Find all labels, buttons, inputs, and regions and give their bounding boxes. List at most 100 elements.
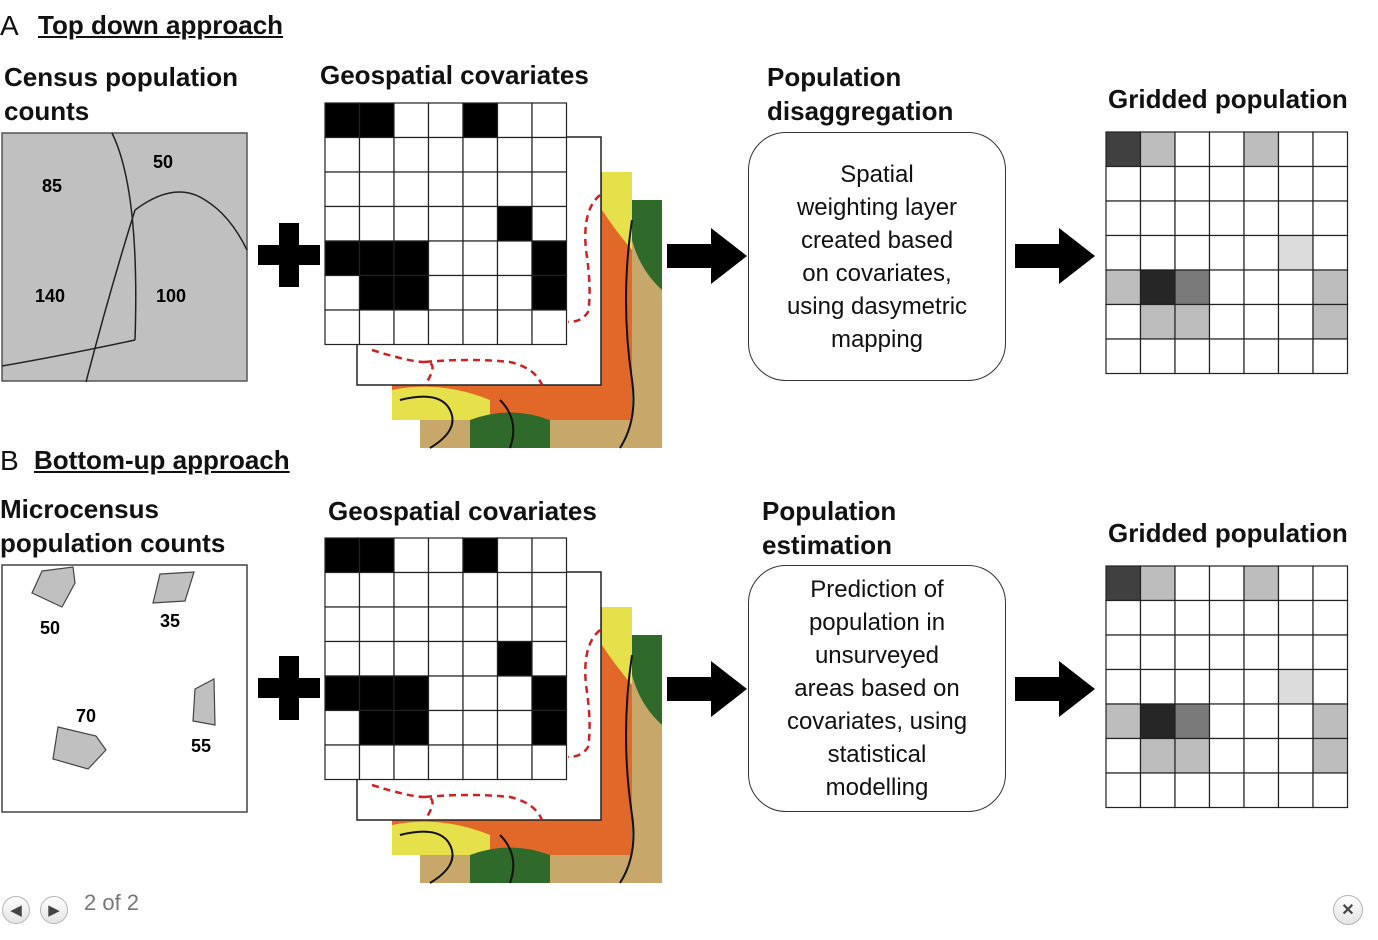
population-grid-cell	[1174, 338, 1211, 375]
covariate-grid-cell	[324, 171, 361, 208]
survey-cluster-shape	[31, 566, 76, 608]
population-grid-cell	[1312, 165, 1349, 202]
covariate-grid-cell	[324, 744, 361, 781]
population-grid-cell	[1277, 165, 1314, 202]
next-button[interactable]: ▶	[40, 896, 68, 924]
right-arrow-icon	[667, 661, 747, 722]
population-grid-cell	[1139, 269, 1176, 306]
population-grid-cell	[1277, 599, 1314, 636]
population-grid-cell	[1243, 668, 1280, 705]
previous-button[interactable]: ◀	[2, 896, 30, 924]
section-a-process-box: Spatial weighting layer created based on…	[748, 132, 1006, 381]
gridded-population-grid	[1105, 131, 1349, 375]
covariate-grid-cell	[358, 744, 395, 781]
region-count-label: 100	[156, 286, 186, 306]
covariate-grid-cell	[531, 744, 568, 781]
covariate-layer-stack	[324, 102, 662, 449]
population-grid-cell	[1208, 634, 1245, 671]
population-grid-cell	[1208, 703, 1245, 740]
map-forest-patch	[470, 847, 550, 883]
covariate-grid-cell	[324, 675, 361, 712]
map-river-line	[499, 834, 515, 884]
population-grid-cell	[1312, 131, 1349, 168]
covariate-grid-cell	[427, 537, 464, 574]
population-grid-cell	[1312, 599, 1349, 636]
boundary-dashed-line	[567, 194, 601, 324]
population-grid-cell	[1105, 269, 1142, 306]
covariate-grid-cell	[462, 274, 499, 311]
population-grid-cell	[1208, 737, 1245, 774]
population-grid-cell	[1277, 269, 1314, 306]
section-b-process-heading: Population estimation	[762, 496, 897, 560]
covariate-grid-cell	[324, 640, 361, 677]
covariate-grid-cell	[462, 640, 499, 677]
population-grid-cell	[1208, 131, 1245, 168]
map-river-line	[499, 399, 515, 449]
population-grid-cell	[1105, 200, 1142, 237]
population-grid-cell	[1139, 234, 1176, 271]
population-grid-cell	[1312, 772, 1349, 809]
covariate-grid-cell	[531, 309, 568, 346]
covariate-grid-cell	[496, 606, 533, 643]
population-grid-cell	[1243, 200, 1280, 237]
covariate-grid-cell	[496, 709, 533, 746]
section-a-covariates-heading: Geospatial covariates	[320, 60, 589, 90]
population-grid-cell	[1312, 269, 1349, 306]
map-river-line	[399, 830, 454, 884]
population-grid-cell	[1277, 668, 1314, 705]
covariate-grid-cell	[324, 606, 361, 643]
population-grid-cell	[1105, 634, 1142, 671]
map-river-line	[399, 395, 454, 449]
population-grid-cell	[1243, 338, 1280, 375]
population-grid-cell	[1174, 200, 1211, 237]
section-a-output-heading: Gridded population	[1108, 84, 1348, 114]
covariate-grid-cell	[531, 571, 568, 608]
population-grid-cell	[1139, 565, 1176, 602]
close-button[interactable]: ✕	[1333, 895, 1363, 925]
census-regions-map: 85 50 140 100	[1, 132, 248, 383]
covariate-grid-cell	[427, 709, 464, 746]
survey-cluster-shape	[192, 678, 216, 726]
population-grid-cell	[1174, 703, 1211, 740]
population-grid-cell	[1105, 772, 1142, 809]
covariate-grid-cell	[427, 102, 464, 139]
covariate-grid-cell	[496, 675, 533, 712]
left-arrow-icon: ◀	[10, 902, 22, 919]
covariate-grid-cell	[358, 675, 395, 712]
population-grid-cell	[1243, 634, 1280, 671]
covariate-grid-cell	[496, 274, 533, 311]
covariate-grid-cell	[358, 640, 395, 677]
covariate-grid-cell	[393, 136, 430, 173]
covariate-grid-cell	[462, 205, 499, 242]
covariate-grid-cell	[324, 709, 361, 746]
covariate-grid-cell	[358, 309, 395, 346]
covariate-grid-cell	[462, 709, 499, 746]
map-river-line	[619, 219, 635, 449]
population-grid-cell	[1174, 165, 1211, 202]
covariate-grid-cell	[462, 606, 499, 643]
boundary-dashed-line	[424, 358, 544, 386]
plus-icon	[258, 223, 320, 287]
population-grid-cell	[1243, 165, 1280, 202]
population-grid-cell	[1139, 772, 1176, 809]
population-grid-cell	[1139, 338, 1176, 375]
covariate-grid	[324, 537, 568, 781]
population-grid-cell	[1105, 234, 1142, 271]
covariate-grid-cell	[462, 744, 499, 781]
boundary-dashed-line	[567, 629, 601, 759]
covariate-grid-cell	[496, 744, 533, 781]
map-vegetation-patch	[602, 172, 632, 250]
covariate-grid-cell	[358, 606, 395, 643]
section-a-input-heading: Census population counts	[4, 62, 238, 126]
population-grid-cell	[1208, 668, 1245, 705]
covariate-grid-cell	[358, 240, 395, 277]
covariate-grid-cell	[393, 709, 430, 746]
population-grid-cell	[1105, 303, 1142, 340]
section-b-covariates-heading: Geospatial covariates	[328, 496, 597, 526]
population-grid-cell	[1139, 200, 1176, 237]
covariate-grid-cell	[393, 640, 430, 677]
covariate-grid-cell	[393, 171, 430, 208]
population-grid-cell	[1139, 703, 1176, 740]
section-b-letter: B	[0, 445, 19, 476]
population-grid-cell	[1105, 565, 1142, 602]
